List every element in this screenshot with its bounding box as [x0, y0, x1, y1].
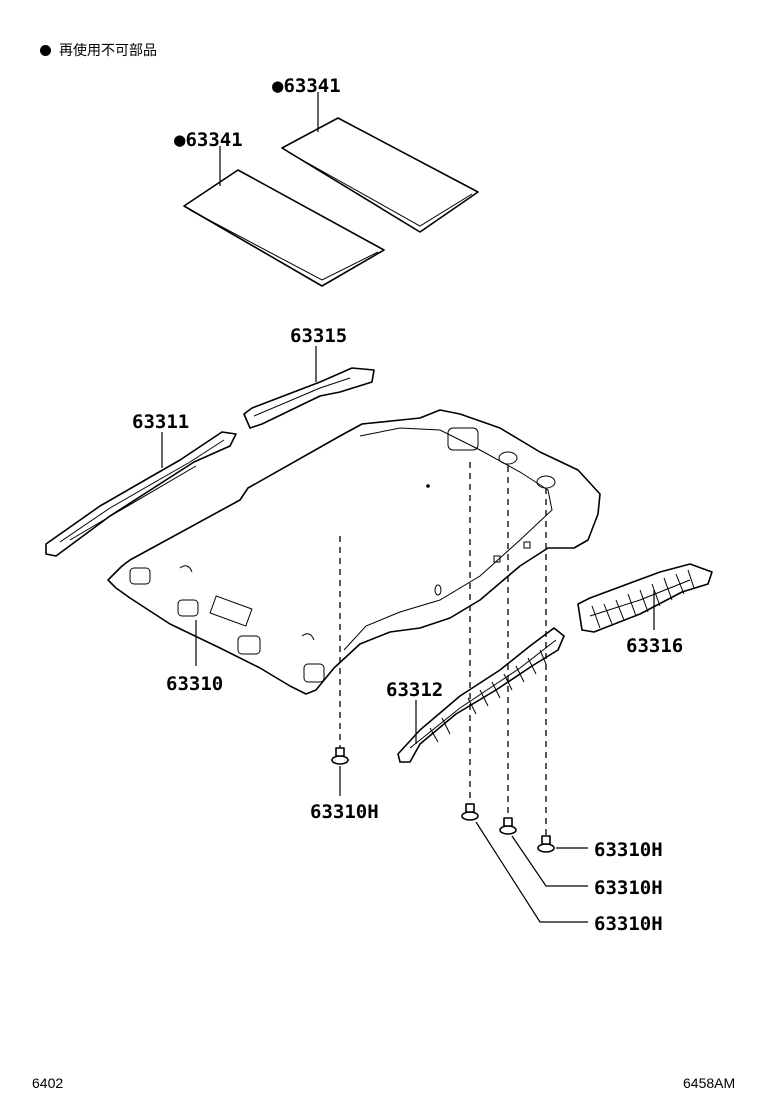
page-number: 6402 [32, 1075, 64, 1091]
label-63316[interactable]: 63316 [626, 635, 683, 657]
leader-63310H-c [511, 835, 588, 887]
roof-rail-63315[interactable] [243, 367, 375, 429]
clip-63310H-b[interactable] [461, 803, 479, 821]
label-63315[interactable]: 63315 [290, 325, 347, 347]
label-63310H-middle[interactable]: 63310H [594, 877, 663, 899]
headliner-63310[interactable] [107, 409, 601, 695]
legend: 再使用不可部品 [40, 40, 157, 60]
clip-63310H-c[interactable] [499, 817, 517, 835]
illustration-code: 6458AM [683, 1075, 736, 1091]
label-63341-rear[interactable]: ●63341 [272, 75, 341, 97]
roof-rail-63311[interactable] [45, 431, 237, 557]
label-63310H-lower[interactable]: 63310H [594, 913, 663, 935]
label-63312[interactable]: 63312 [386, 679, 443, 701]
label-63310[interactable]: 63310 [166, 673, 223, 695]
label-63310H-upper[interactable]: 63310H [594, 839, 663, 861]
label-63310H-center[interactable]: 63310H [310, 801, 379, 823]
clip-63310H-a[interactable] [331, 747, 349, 765]
legend-text: 再使用不可部品 [59, 42, 157, 58]
roof-pad-rear[interactable] [281, 117, 479, 233]
bracket-63312[interactable] [397, 627, 565, 763]
label-63311[interactable]: 63311 [132, 411, 189, 433]
bracket-63316[interactable] [577, 563, 713, 633]
label-63341-front[interactable]: ●63341 [174, 129, 243, 151]
leader-63310H-d [475, 821, 588, 923]
bullet-dot-icon [40, 44, 51, 56]
clip-63310H-d[interactable] [537, 835, 555, 853]
